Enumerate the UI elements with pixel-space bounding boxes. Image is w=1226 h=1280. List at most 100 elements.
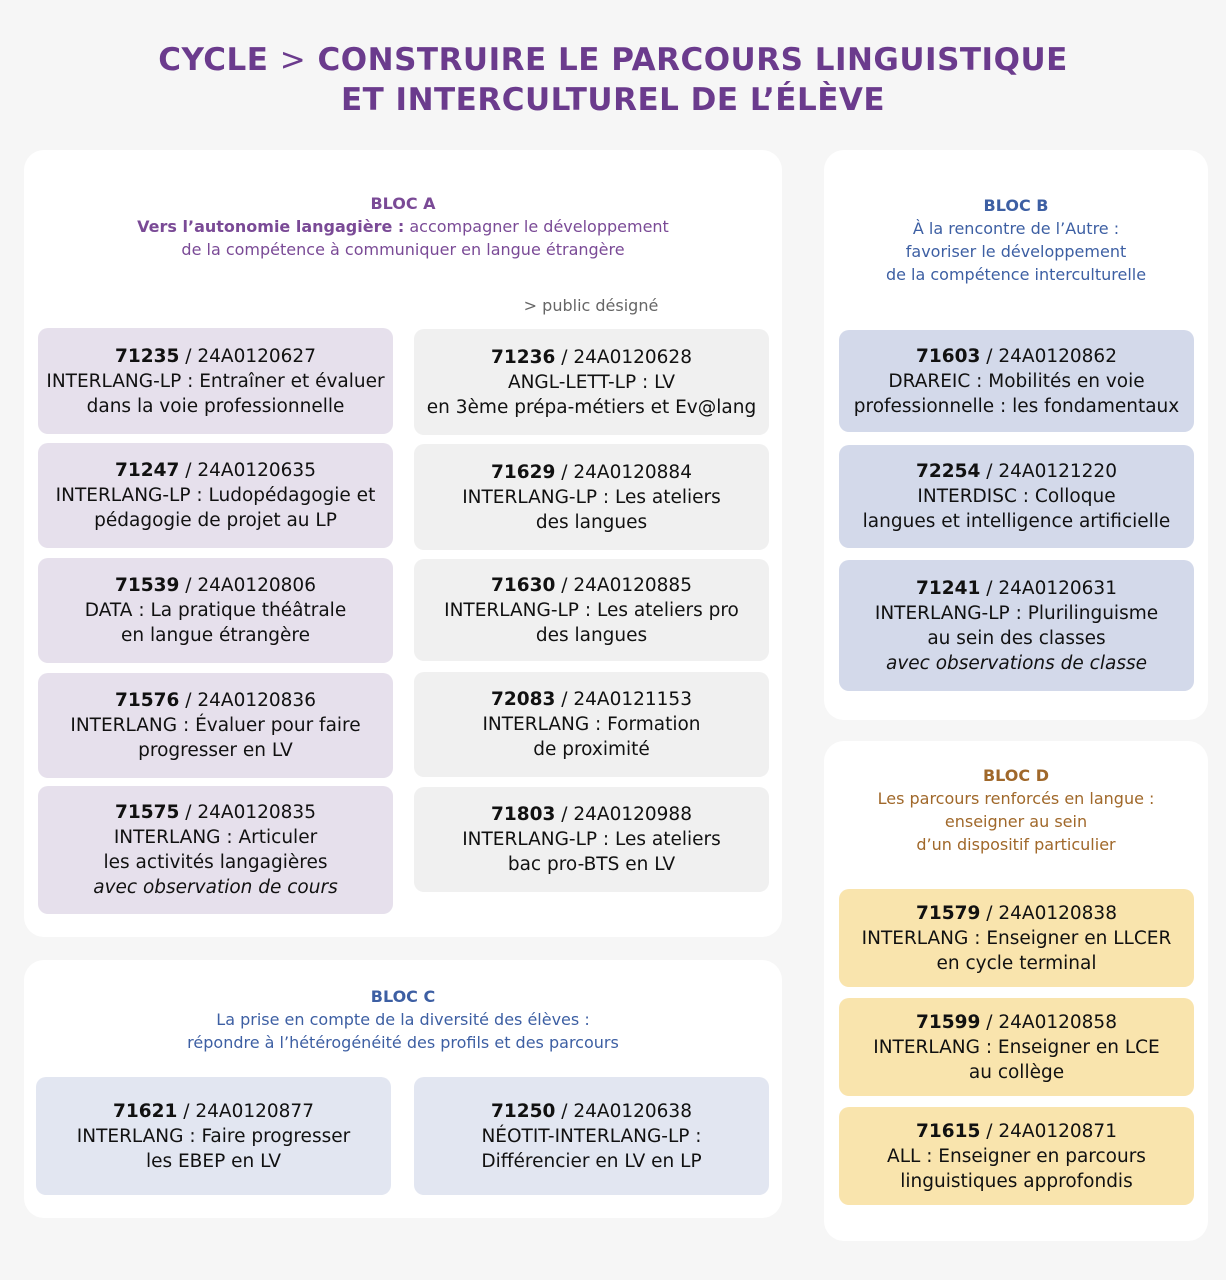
course-reference: 71579 / 24A0120838 (845, 901, 1188, 926)
course-observation-note: avec observation de cours (93, 877, 338, 898)
page-title: CYCLE > CONSTRUIRE LE PARCOURS LINGUISTI… (0, 40, 1226, 120)
course-reference: 71539 / 24A0120806 (44, 573, 387, 598)
bloc-d-label: BLOC D (982, 766, 1049, 785)
course-number: 71241 (916, 577, 981, 599)
course-title-line: bac pro-BTS en LV (507, 854, 676, 875)
course-title-line: INTERLANG-LP : Les ateliers pro (444, 599, 739, 621)
course-reference: 72254 / 24A0121220 (845, 459, 1188, 484)
course-title-line: en cycle terminal (936, 952, 1097, 974)
course-reference: 71241 / 24A0120631 (845, 576, 1188, 601)
course-reference: 71250 / 24A0120638 (420, 1099, 763, 1124)
course-code: / 24A0120835 (179, 802, 316, 823)
course-title-line: Différencier en LV en LP (481, 1150, 702, 1172)
course-reference: 71630 / 24A0120885 (420, 573, 763, 598)
course-number: 71630 (491, 574, 556, 596)
course-reference: 71575 / 24A0120835 (44, 800, 387, 825)
course-reference: 71576 / 24A0120836 (44, 688, 387, 713)
bloc-a-label: BLOC A (370, 194, 436, 213)
course-code: / 24A0120871 (980, 1120, 1117, 1142)
course-observation-note: avec observations de classe (886, 652, 1147, 674)
course-code: / 24A0120628 (555, 346, 692, 368)
bloc-b-header: BLOC B À la rencontre de l’Autre : favor… (824, 194, 1208, 286)
course-title-line: INTERLANG-LP : Entraîner et évaluer (46, 370, 385, 392)
bloc-c-label: BLOC C (370, 987, 436, 1006)
course-title-line: au sein des classes (927, 627, 1106, 649)
course-title-line: INTERLANG : Formation (482, 714, 701, 735)
course-title-line: INTERLANG-LP : Plurilinguisme (874, 602, 1159, 624)
course-number: 71599 (916, 1011, 981, 1033)
bloc-b-label: BLOC B (983, 196, 1049, 215)
course-code: / 24A0120988 (555, 804, 692, 825)
course-number: 71250 (491, 1100, 556, 1122)
title-line-2: ET INTERCULTUREL DE L’ÉLÈVE (340, 82, 886, 118)
course-reference: 71803 / 24A0120988 (420, 802, 763, 827)
course-code: / 24A0121220 (980, 461, 1117, 482)
course-code: / 24A0120806 (179, 575, 316, 596)
course-reference: 72083 / 24A0121153 (420, 687, 763, 712)
course-title-line: en langue étrangère (121, 625, 310, 646)
bloc-c-subtitle-line2: répondre à l’hétérogénéité des profils e… (187, 1033, 619, 1052)
bloc-b-subtitle-line2: favoriser le développement (905, 242, 1127, 261)
course-code: / 24A0120631 (980, 577, 1117, 599)
bloc-d-subtitle-line3: d’un dispositif particulier (916, 835, 1116, 854)
course-number: 71615 (916, 1120, 981, 1142)
course-code: / 24A0120638 (555, 1100, 692, 1122)
course-title-line: INTERLANG-LP : Les ateliers (462, 486, 721, 508)
course-number: 71621 (113, 1100, 178, 1122)
course-title-line: INTERLANG : Faire progresser (76, 1125, 351, 1147)
course-number: 71575 (115, 802, 180, 823)
course-reference: 71621 / 24A0120877 (42, 1099, 385, 1124)
course-title-line: ANGL-LETT-LP : LV (507, 371, 676, 393)
bloc-d-header: BLOC D Les parcours renforcés en langue … (824, 764, 1208, 856)
title-line-1: CYCLE > CONSTRUIRE LE PARCOURS LINGUISTI… (158, 42, 1068, 78)
bloc-b-subtitle-line3: de la compétence interculturelle (885, 265, 1147, 284)
course-title-line: en 3ème prépa-métiers et Ev@lang (426, 396, 757, 418)
course-reference: 71247 / 24A0120635 (44, 458, 387, 483)
course-code: / 24A0120635 (179, 460, 316, 481)
course-number: 71576 (115, 690, 180, 711)
course-code: / 24A0120862 (980, 345, 1117, 367)
bloc-b-subtitle: À la rencontre de l’Autre : (912, 219, 1120, 238)
bloc-d-subtitle-line2: enseigner au sein (944, 812, 1088, 831)
course-number: 71235 (115, 345, 180, 367)
course-code: / 24A0121153 (555, 689, 692, 710)
bloc-a-header: BLOC A Vers l’autonomie langagière : acc… (24, 192, 782, 261)
course-code: / 24A0120858 (980, 1011, 1117, 1033)
course-number: 72083 (491, 689, 556, 710)
bloc-c-subtitle: La prise en compte de la diversité des é… (216, 1010, 590, 1029)
course-title-line: langues et intelligence artificielle (862, 511, 1171, 532)
course-title-line: des langues (535, 624, 648, 646)
course-title-line: INTERLANG : Enseigner en LCE (873, 1036, 1160, 1058)
course-code: / 24A0120877 (177, 1100, 314, 1122)
bloc-a-subtitle-line2: de la compétence à communiquer en langue… (181, 240, 625, 259)
course-title-line: INTERDISC : Colloque (917, 486, 1116, 507)
course-code: / 24A0120838 (980, 902, 1117, 924)
course-reference: 71615 / 24A0120871 (845, 1119, 1188, 1144)
course-number: 71629 (491, 461, 556, 483)
course-number: 71539 (115, 575, 180, 596)
course-title-line: de proximité (533, 739, 650, 760)
course-title-line: des langues (535, 511, 648, 533)
course-title-line: INTERLANG-LP : Ludopédagogie et (55, 485, 376, 506)
course-title-line: linguistiques approfondis (900, 1170, 1133, 1192)
course-title-line: INTERLANG : Enseigner en LLCER (861, 927, 1172, 949)
course-code: / 24A0120884 (555, 461, 692, 483)
course-title-line: DRAREIC : Mobilités en voie (888, 370, 1145, 392)
course-number: 71579 (916, 902, 981, 924)
course-title-line: progresser en LV (138, 740, 293, 761)
